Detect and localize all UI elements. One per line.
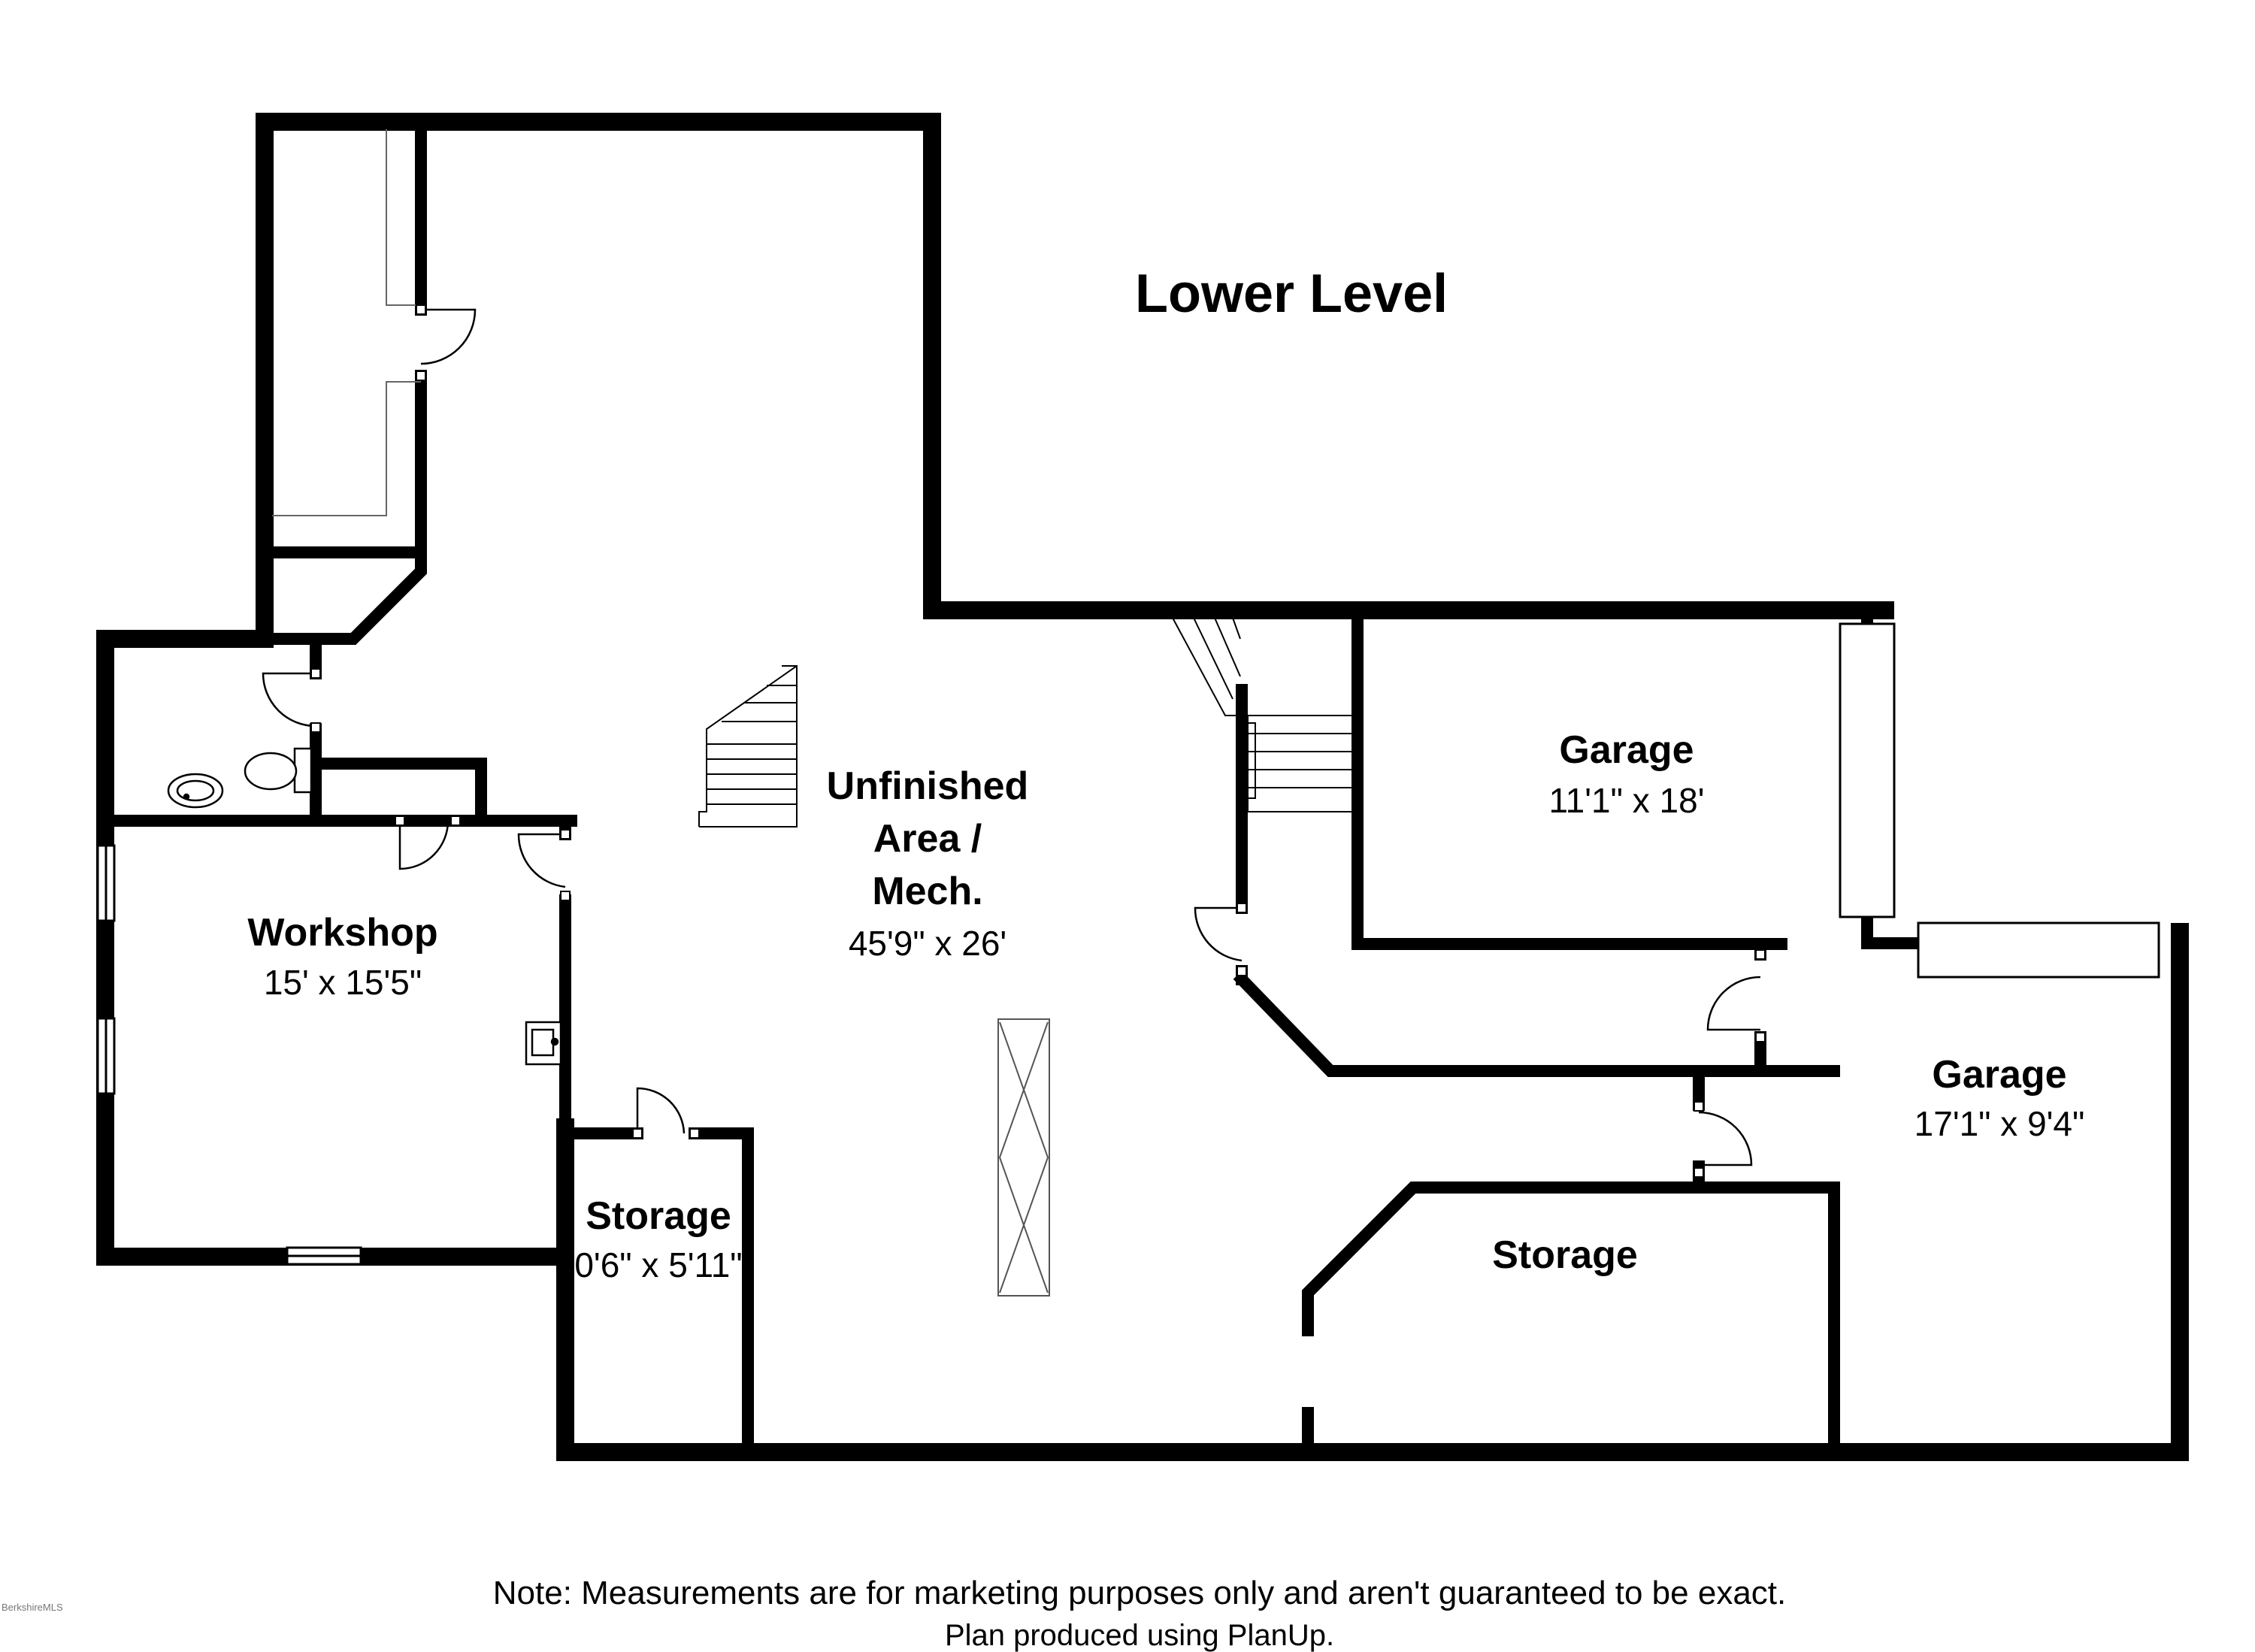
beam-icon — [997, 1018, 1050, 1296]
unfinished-name-line3: Mech. — [872, 870, 983, 913]
disclaimer-note-line1: Note: Measurements are for marketing pur… — [492, 1575, 1787, 1611]
mls-watermark: BerkshireMLS — [2, 1602, 63, 1613]
plan-title: Lower Level — [1135, 264, 1448, 324]
garage-right-dims: 17'1" x 9'4" — [1914, 1104, 2085, 1143]
stair-garage-icon — [1172, 617, 1354, 812]
storage-large-name: Storage — [1492, 1233, 1638, 1277]
windows — [96, 622, 2160, 1266]
unfinished-dims: 45'9" x 26' — [848, 924, 1007, 963]
bath-fixtures — [167, 747, 562, 1066]
closet-shelves — [272, 129, 421, 516]
sink-icon — [167, 773, 224, 809]
workshop-name: Workshop — [247, 911, 438, 955]
storage-small-dims: 0'6" x 5'11" — [574, 1245, 743, 1284]
door-swings — [262, 308, 1761, 1166]
unfinished-name-line2: Area / — [873, 817, 982, 861]
door-jamb-markers — [310, 304, 1766, 1178]
garage-right-name: Garage — [1932, 1053, 2067, 1097]
stair-main-icon — [698, 665, 798, 828]
unfinished-name-line1: Unfinished — [826, 764, 1029, 808]
utility-sink-icon — [525, 1021, 562, 1066]
toilet-icon — [244, 747, 313, 794]
storage-small-name: Storage — [586, 1194, 731, 1238]
garage-upper-name: Garage — [1559, 728, 1694, 772]
garage-upper-dims: 11'1" x 18' — [1548, 781, 1705, 820]
workshop-dims: 15' x 15'5" — [263, 963, 422, 1002]
disclaimer-note-line2: Plan produced using PlanUp. — [944, 1619, 1335, 1652]
